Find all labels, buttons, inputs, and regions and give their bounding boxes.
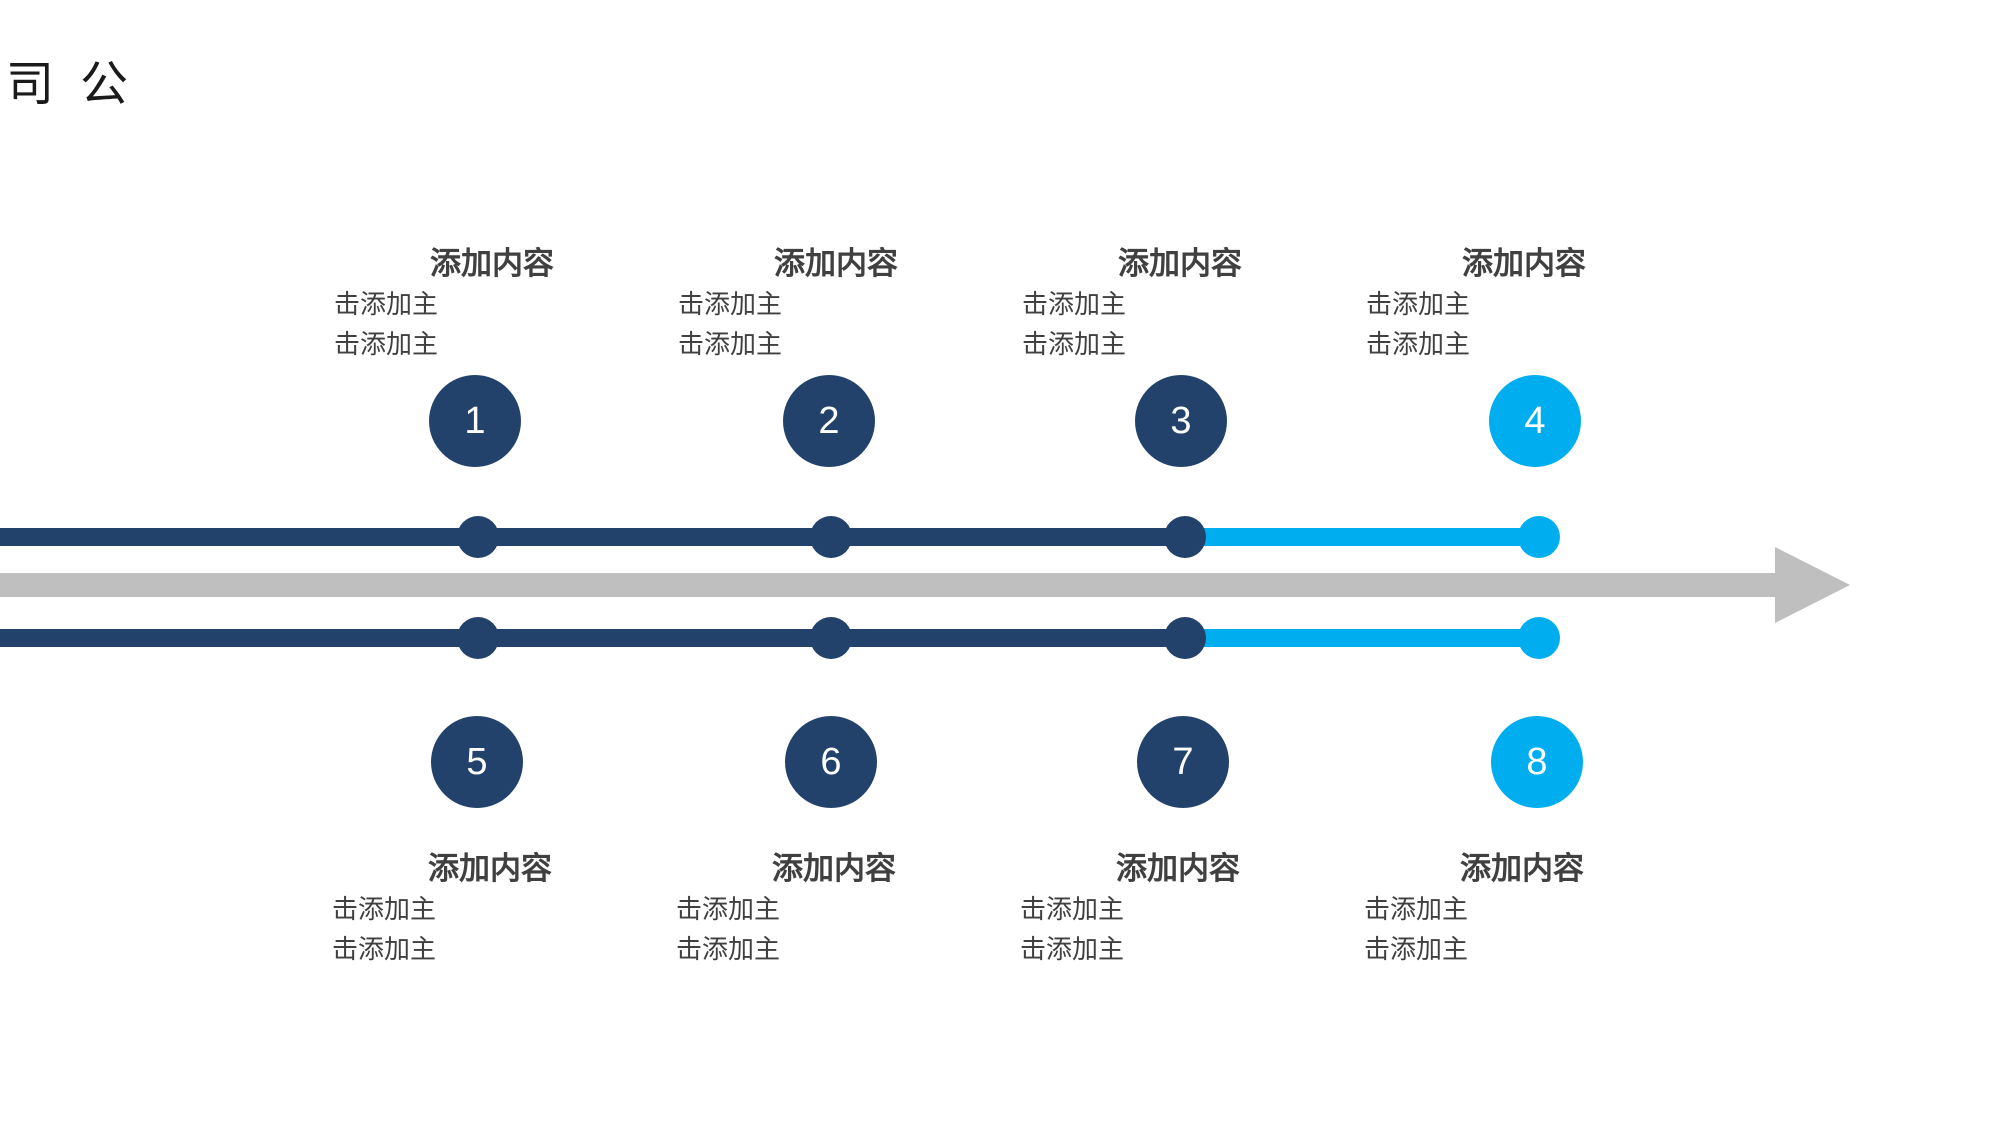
upper-track-dot [1518,516,1560,558]
step-text: 击添加主 [334,330,439,360]
upper-track-dot [457,516,499,558]
upper-track-dark [0,528,1186,546]
step-title: 添加内容 [1462,246,1586,282]
step-number-8: 8 [1491,716,1583,808]
step-text: 击添加主 [1364,895,1469,925]
lower-track-dot [810,617,852,659]
step-title: 添加内容 [774,246,898,282]
step-text: 击添加主 [1364,935,1469,965]
step-text: 击添加主 [1366,290,1471,320]
step-title: 添加内容 [1460,851,1584,887]
step-text: 击添加主 [1022,290,1127,320]
step-number-4: 4 [1489,375,1581,467]
step-text: 击添加主 [678,290,783,320]
step-text: 击添加主 [676,935,781,965]
step-number-6: 6 [785,716,877,808]
lower-track-dot [1164,617,1206,659]
step-text: 击添加主 [334,290,439,320]
step-text: 击添加主 [1020,935,1125,965]
step-text: 击添加主 [332,895,437,925]
step-title: 添加内容 [772,851,896,887]
lower-track-dark [0,629,1186,647]
lower-track-dot [1518,617,1560,659]
timeline-arrow-head [1775,547,1850,623]
step-number-7: 7 [1137,716,1229,808]
step-text: 击添加主 [1366,330,1471,360]
step-text: 击添加主 [1020,895,1125,925]
timeline-arrow-shaft [0,573,1785,597]
step-text: 击添加主 [332,935,437,965]
upper-track-dot [1164,516,1206,558]
upper-track-dot [810,516,852,558]
lower-track-accent [1186,629,1539,647]
step-number-5: 5 [431,716,523,808]
step-text: 击添加主 [676,895,781,925]
step-title: 添加内容 [428,851,552,887]
step-number-1: 1 [429,375,521,467]
step-title: 添加内容 [430,246,554,282]
upper-track-accent [1186,528,1539,546]
step-number-2: 2 [783,375,875,467]
lower-track-dot [457,617,499,659]
step-number-3: 3 [1135,375,1227,467]
step-title: 添加内容 [1116,851,1240,887]
page-title: 司公 [6,56,155,112]
step-text: 击添加主 [678,330,783,360]
step-title: 添加内容 [1118,246,1242,282]
step-text: 击添加主 [1022,330,1127,360]
